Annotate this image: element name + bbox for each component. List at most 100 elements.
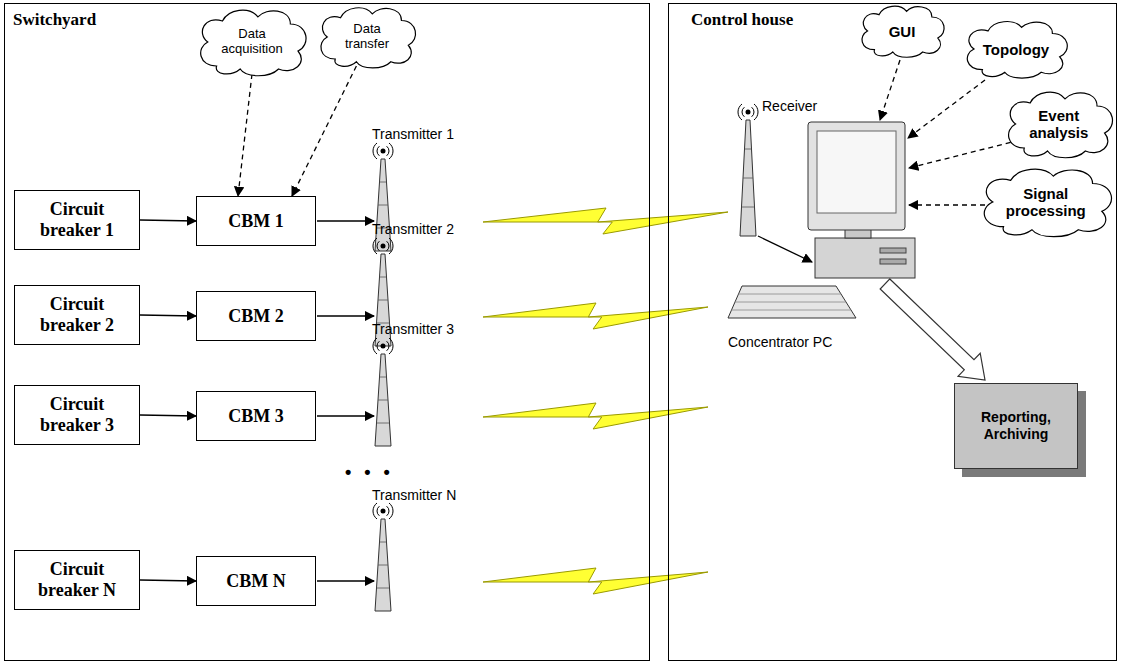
radio-wave [373,238,377,254]
data-arrow [317,580,374,581]
mast-strut [378,565,388,566]
mast-strut [377,423,390,424]
antenna-tip [381,509,386,514]
signal-arrow [140,220,196,221]
breaker-box: Circuit breaker 3 [14,385,140,445]
mast-strut [378,400,388,401]
radio-wave [387,241,389,251]
device-label: Transmitter 2 [372,221,454,237]
drive-slot [880,259,906,264]
antenna-mast [740,120,756,236]
mast-strut [745,149,752,150]
radio-wave [742,107,744,117]
antenna-mast [375,159,391,251]
radio-wave [373,503,377,519]
data-arrow [317,415,374,416]
monitor-box: CBM 2 [196,291,316,341]
device-label: Receiver [762,98,817,114]
cloud-outline [321,8,416,68]
pc-case [815,238,915,278]
task-cloud: Signal processing [975,165,1118,239]
signal-arrow [140,315,196,316]
dashed-arrow [909,204,994,205]
mast-strut [377,588,390,589]
monitor-box: CBM 3 [196,391,316,441]
mast-strut [743,178,753,179]
cloud-outline [862,6,944,57]
radio-wave [373,338,377,354]
node-label: CBM 1 [228,211,284,232]
radio-wave [387,506,389,516]
data-arrow [317,315,374,316]
key-row [738,294,841,295]
breaker-box: Circuit breaker N [14,550,140,610]
radio-wave [389,143,393,159]
antenna-icon [373,338,393,446]
node-label: Data transfer [336,22,398,52]
mast-strut [380,277,387,278]
dashed-arrow [292,66,356,196]
radio-wave [377,241,379,251]
keyboard [728,286,856,318]
mast-strut [380,377,387,378]
antenna-icon [373,503,393,611]
breaker-box: Circuit breaker 2 [14,285,140,345]
antenna-icon [738,104,758,236]
continuation-dots: • • • [345,462,394,483]
mast-strut [380,542,387,543]
node-label: GUI [889,23,916,40]
task-cloud: Topology [960,18,1072,80]
device-label: Transmitter 1 [372,126,454,142]
drive-slot [880,248,906,253]
cloud-outline [201,10,306,76]
antenna-tip [381,244,386,249]
node-label: CBM 2 [228,306,284,327]
region-title: Switchyard [13,10,96,30]
key-row [735,302,846,303]
mast-strut [378,205,388,206]
device-label: Concentrator PC [728,334,832,350]
monitor-box: CBM 1 [196,196,316,246]
radio-wave [389,338,393,354]
radio-wave [754,104,758,120]
radio-wave [752,107,754,117]
radio-wave [377,506,379,516]
antenna-tip [381,149,386,154]
radio-link-bolt [483,403,708,429]
region-title: Control house [691,10,793,30]
node-label: CBM 3 [228,406,284,427]
signal-arrow [140,415,196,416]
cloud-outline [967,22,1067,78]
key-row [731,310,851,311]
radio-wave [377,146,379,156]
mast-strut [742,207,755,208]
data-arrow [758,236,812,262]
node-label: Circuit breaker N [21,559,133,600]
region-panel: Switchyard Data acquisition Data transferC… [4,3,650,661]
radio-wave [377,341,379,351]
mast-strut [378,300,388,301]
monitor-frame [808,122,905,230]
node-label: Event analysis [1023,107,1095,141]
monitor-box: CBM N [196,556,316,606]
radio-link-bolt [483,568,708,594]
antenna-tip [746,110,751,115]
dashed-arrow [880,60,900,120]
task-cloud: Data transfer [314,4,420,70]
cloud-outline [1008,92,1112,158]
radio-link-bolt [483,303,708,329]
node-label: Circuit breaker 2 [21,294,133,335]
task-cloud: Data acquisition [193,6,311,78]
task-cloud: Event analysis [1001,88,1117,160]
radio-wave [389,503,393,519]
device-label: Transmitter 3 [372,321,454,337]
node-label: Circuit breaker 1 [21,199,133,240]
data-arrow [317,220,374,221]
report-box: Reporting, Archiving [954,383,1078,469]
node-label: CBM N [226,571,286,592]
monitor-screen [817,131,896,213]
dashed-arrow [238,74,252,196]
